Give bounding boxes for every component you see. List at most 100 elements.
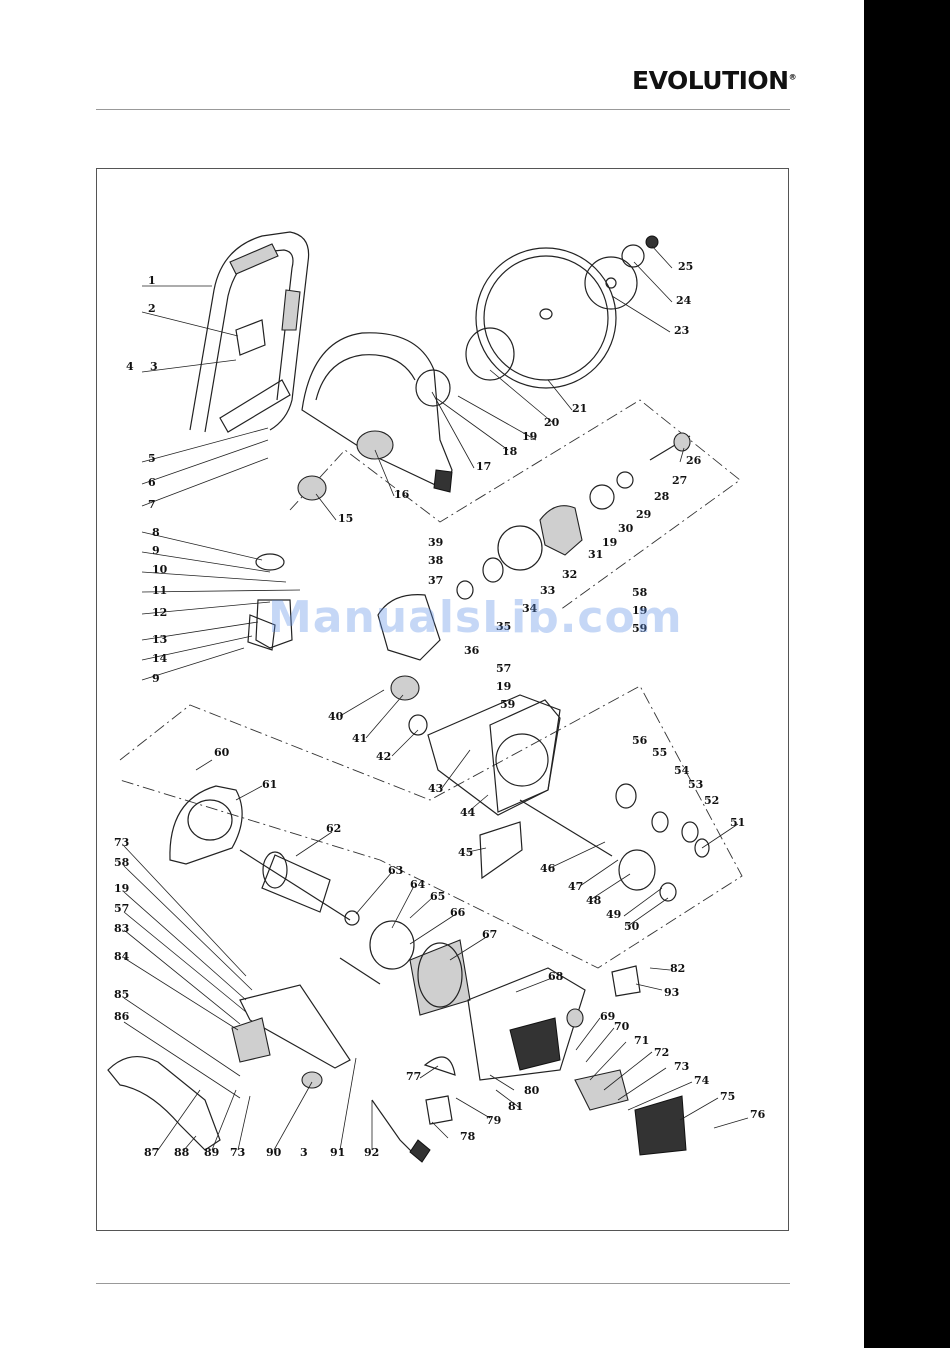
label-44: 44	[460, 806, 476, 819]
label-17: 17	[476, 460, 491, 473]
label-3: 3	[150, 360, 158, 373]
label-38: 38	[428, 554, 444, 567]
label-15: 15	[338, 512, 353, 525]
label-46: 46	[540, 862, 556, 875]
bearing-42	[408, 714, 428, 736]
label-83: 83	[114, 922, 129, 935]
label-30: 30	[618, 522, 634, 535]
label-77	[423, 1056, 456, 1076]
label-65: 65	[430, 890, 445, 903]
bearing-69	[566, 1008, 584, 1028]
label-12: 12	[152, 606, 167, 619]
label-37: 37	[428, 574, 443, 587]
label-68: 68	[548, 970, 564, 983]
label-93: 93	[664, 986, 679, 999]
plug	[409, 1139, 431, 1163]
label-76: 76	[750, 1108, 766, 1121]
motor-end-cover	[169, 785, 243, 865]
assembly-line-upper	[119, 399, 743, 969]
label-58: 58	[632, 586, 648, 599]
label-55: 55	[652, 746, 667, 759]
label-40: 40	[328, 710, 344, 723]
label-73c: 73	[230, 1146, 245, 1159]
brush-holder	[574, 1069, 687, 1156]
label-36: 36	[464, 644, 480, 657]
jackshaft	[519, 799, 613, 857]
label-21: 21	[572, 402, 587, 415]
label-45: 45	[458, 846, 473, 859]
label-20: 20	[544, 416, 560, 429]
handle-housing	[231, 984, 351, 1069]
header-rule	[96, 109, 790, 110]
footer-rule	[96, 1283, 790, 1284]
cord-clamp-78	[425, 1095, 453, 1125]
inner-flange	[465, 327, 515, 381]
label-67: 67	[482, 928, 497, 941]
label-84: 84	[114, 950, 130, 963]
label-13: 13	[152, 633, 167, 646]
label-75: 75	[720, 1090, 735, 1103]
label-23: 23	[674, 324, 689, 337]
brand-text: EVOLUTION	[632, 66, 789, 95]
label-89: 89	[204, 1146, 219, 1159]
label-80: 80	[524, 1084, 540, 1097]
arm-housing	[427, 694, 561, 816]
label-52: 52	[704, 794, 719, 807]
outer-flange	[621, 244, 645, 268]
label-26: 26	[686, 454, 702, 467]
label-11: 11	[152, 584, 167, 597]
label-39: 39	[428, 536, 443, 549]
label-8: 8	[152, 526, 160, 539]
label-59b: 59	[632, 622, 647, 635]
label-60: 60	[214, 746, 230, 759]
plate-93	[611, 965, 641, 997]
label-78: 78	[460, 1130, 476, 1143]
label-73b: 73	[114, 836, 129, 849]
label-19e: 19	[114, 882, 129, 895]
rear-handle	[107, 1055, 221, 1151]
label-25: 25	[678, 260, 693, 273]
cutting-blade	[475, 247, 617, 389]
label-28: 28	[654, 490, 670, 503]
label-6: 6	[148, 476, 156, 489]
label-88: 88	[174, 1146, 190, 1159]
label-4: 4	[126, 360, 134, 373]
spacer-45	[479, 821, 523, 880]
label-54: 54	[674, 764, 690, 777]
label-71: 71	[634, 1034, 649, 1047]
label-91: 91	[330, 1146, 345, 1159]
label-14: 14	[152, 652, 168, 665]
blade-guard	[301, 332, 453, 493]
label-77: 77	[406, 1070, 421, 1083]
label-2: 2	[148, 302, 156, 315]
label-47: 47	[568, 880, 583, 893]
long-screw	[339, 957, 381, 985]
label-62: 62	[326, 822, 341, 835]
label-41: 41	[352, 732, 367, 745]
label-74: 74	[694, 1074, 710, 1087]
label-18: 18	[502, 445, 518, 458]
label-87: 87	[144, 1146, 159, 1159]
label-57: 57	[496, 662, 511, 675]
label-69: 69	[600, 1010, 615, 1023]
label-58b: 58	[114, 856, 130, 869]
label-43: 43	[428, 782, 443, 795]
label-86: 86	[114, 1010, 130, 1023]
label-66: 66	[450, 906, 466, 919]
label-85: 85	[114, 988, 129, 1001]
label-81: 81	[508, 1100, 523, 1113]
label-19d: 19	[632, 604, 647, 617]
label-73: 73	[674, 1060, 689, 1073]
part-number-labels: 1 2 3 4 5 6 7 8 9 10 11 12 13 14 9 15 16…	[114, 260, 766, 1159]
lock-nut	[297, 475, 327, 501]
label-19: 19	[522, 430, 537, 443]
belt-tension-assembly	[247, 553, 293, 651]
label-9: 9	[152, 544, 160, 557]
label-32: 32	[562, 568, 577, 581]
label-19c: 19	[496, 680, 511, 693]
label-35: 35	[496, 620, 511, 633]
label-59: 59	[500, 698, 515, 711]
label-61: 61	[262, 778, 277, 791]
label-64: 64	[410, 878, 426, 891]
label-42: 42	[376, 750, 391, 763]
